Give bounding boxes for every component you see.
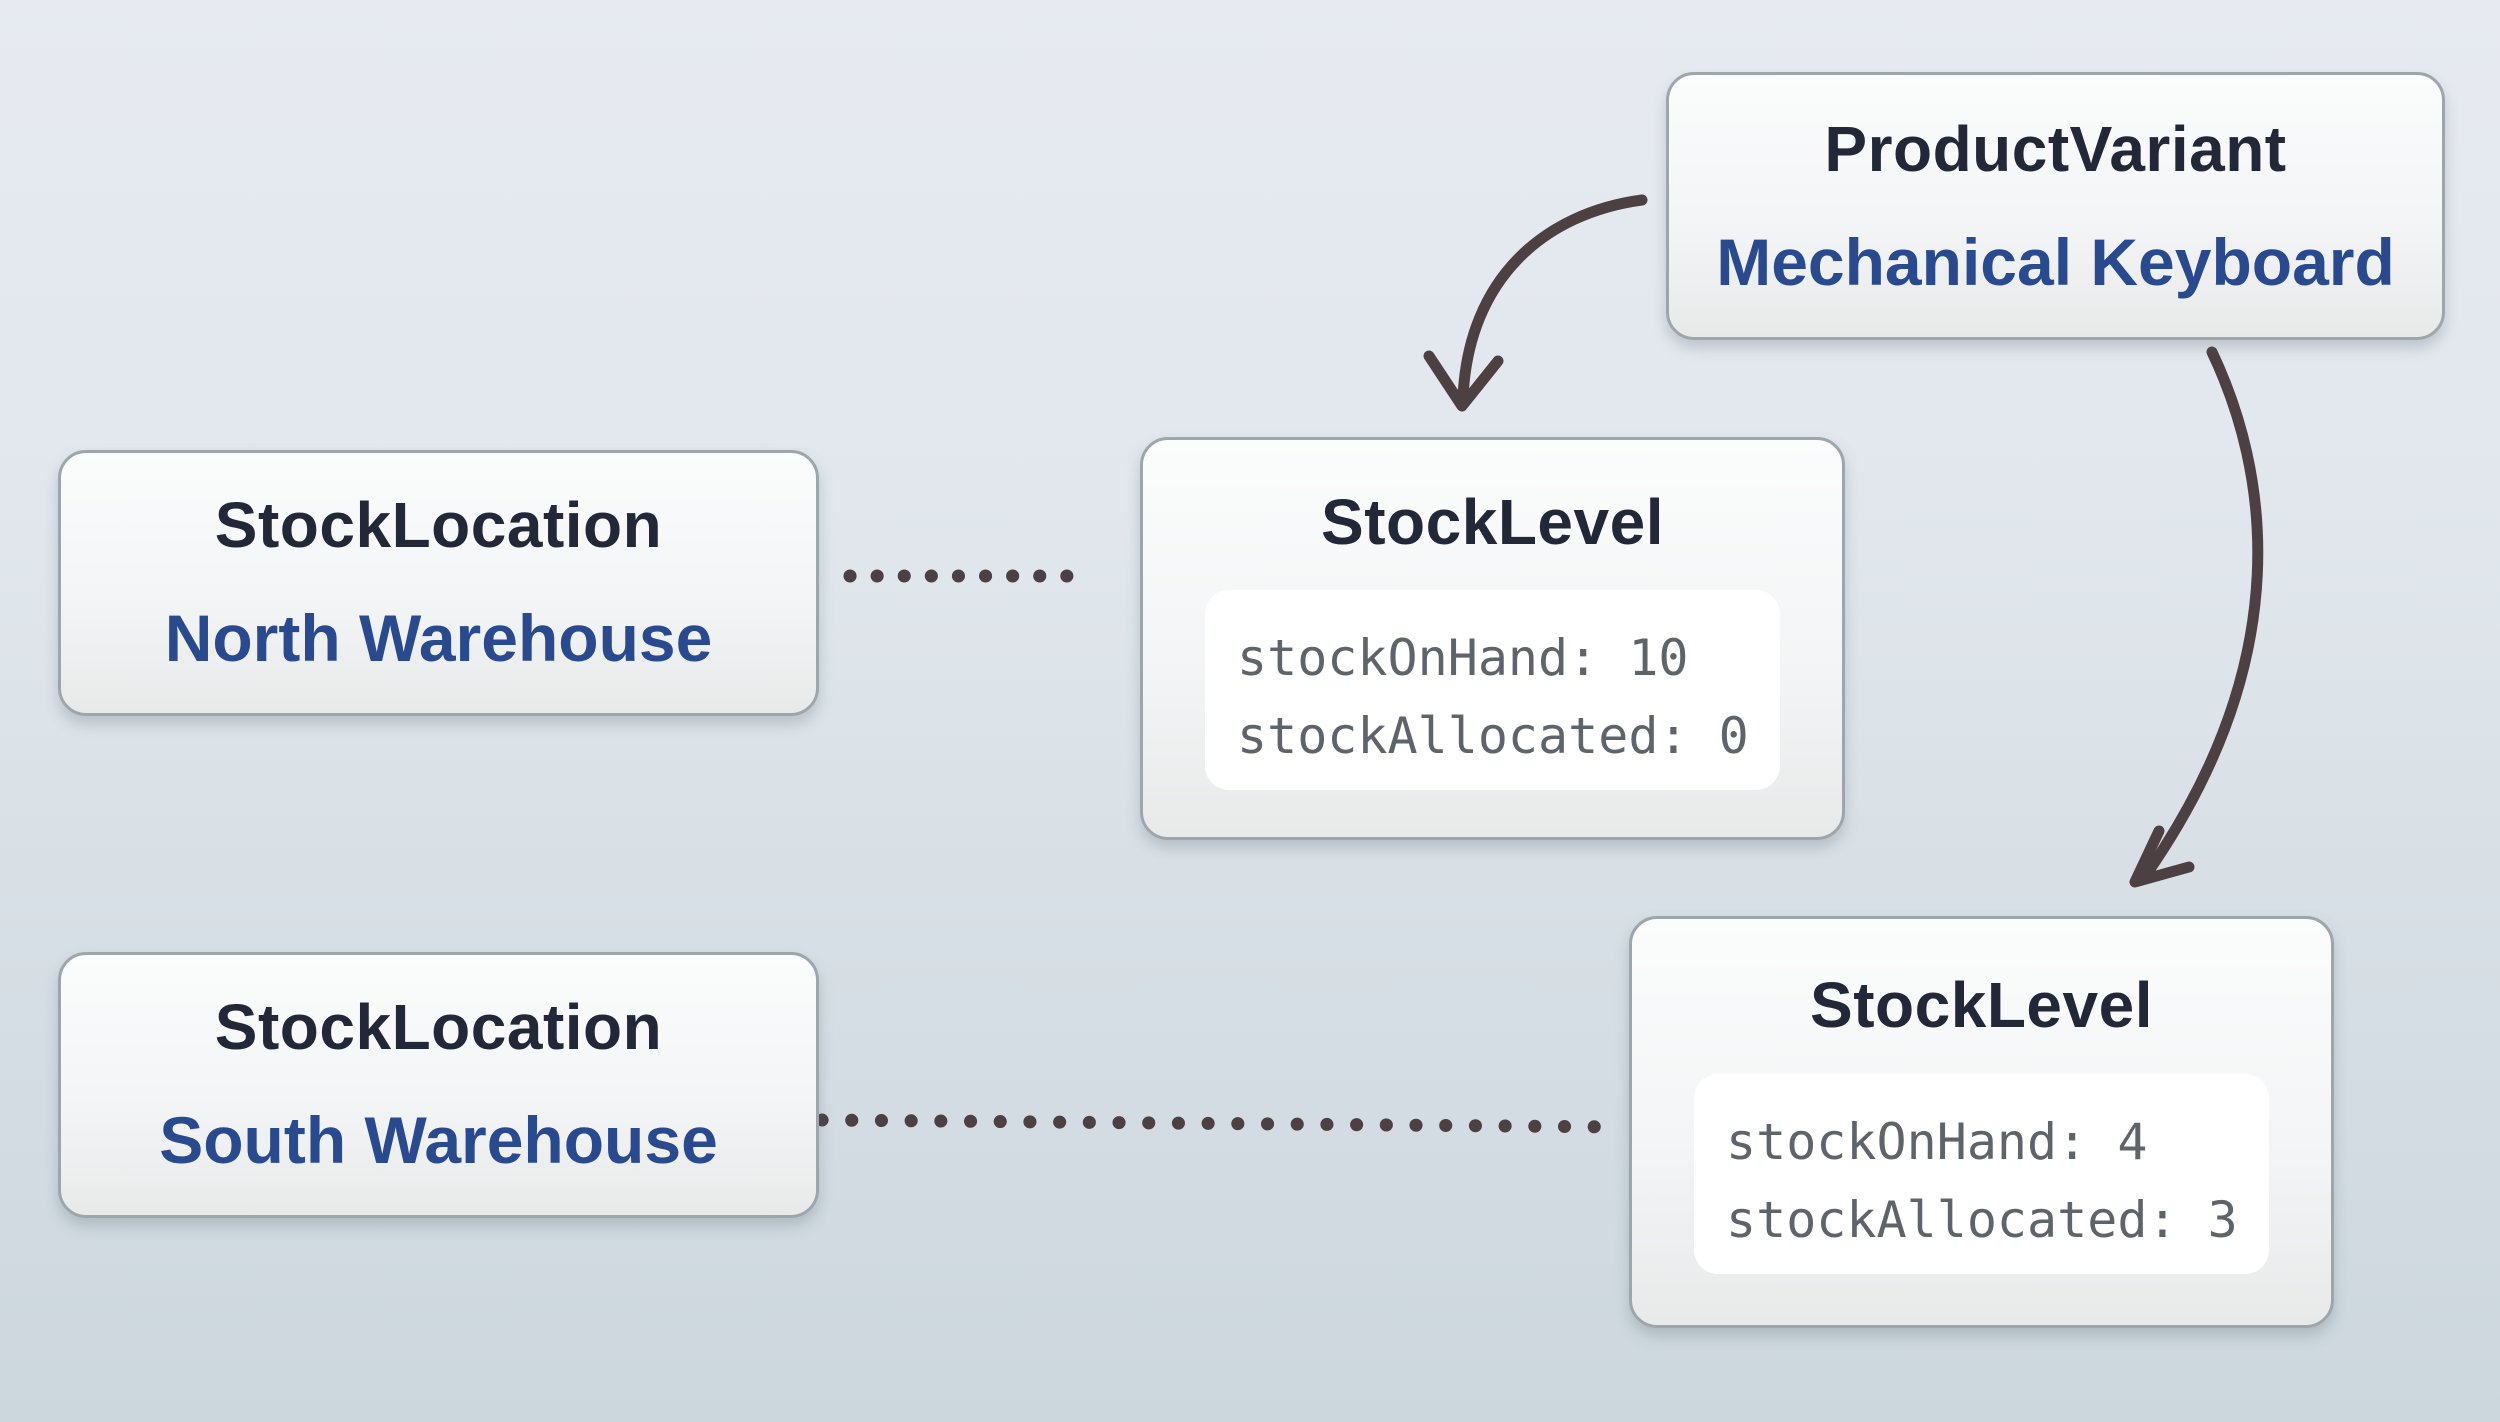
stock-level-south-type-label: StockLevel xyxy=(1810,969,2153,1041)
node-stock-level-south: StockLevel stockOnHand: 4 stockAllocated… xyxy=(1629,916,2334,1328)
stock-location-north-instance-label: North Warehouse xyxy=(164,601,713,675)
stock-level-south-field-stockonhand: stockOnHand: 4 xyxy=(1726,1113,2148,1171)
node-stock-location-south: StockLocation South Warehouse xyxy=(58,952,819,1218)
product-variant-type-label: ProductVariant xyxy=(1824,113,2287,185)
stock-location-south-instance-label: South Warehouse xyxy=(159,1103,718,1177)
stock-level-south-field-stockallocated: stockAllocated: 3 xyxy=(1726,1191,2238,1249)
stock-level-north-type-label: StockLevel xyxy=(1321,486,1664,558)
stock-level-north-field-stockonhand: stockOnHand: 10 xyxy=(1237,629,1689,687)
product-variant-instance-label: Mechanical Keyboard xyxy=(1716,225,2395,299)
arrow-productvariant-to-stocklevel-north xyxy=(1457,194,1648,404)
node-stock-location-north: StockLocation North Warehouse xyxy=(58,450,819,716)
stock-level-south-fields-panel: stockOnHand: 4 stockAllocated: 3 xyxy=(1694,1074,2269,1274)
arrowhead-productvariant-to-stocklevel-north xyxy=(1423,350,1504,412)
arrow-productvariant-to-stocklevel-south xyxy=(2142,346,2264,878)
stock-level-north-field-stockallocated: stockAllocated: 0 xyxy=(1237,707,1749,765)
dotted-link-south-location-to-stocklevel xyxy=(815,1113,1629,1134)
stock-location-south-type-label: StockLocation xyxy=(214,991,663,1063)
node-product-variant: ProductVariant Mechanical Keyboard xyxy=(1666,72,2445,340)
stock-level-north-fields-panel: stockOnHand: 10 stockAllocated: 0 xyxy=(1205,590,1780,790)
arrowhead-productvariant-to-stocklevel-south xyxy=(2129,825,2195,888)
stock-location-north-type-label: StockLocation xyxy=(214,489,663,561)
node-stock-level-north: StockLevel stockOnHand: 10 stockAllocate… xyxy=(1140,437,1845,840)
